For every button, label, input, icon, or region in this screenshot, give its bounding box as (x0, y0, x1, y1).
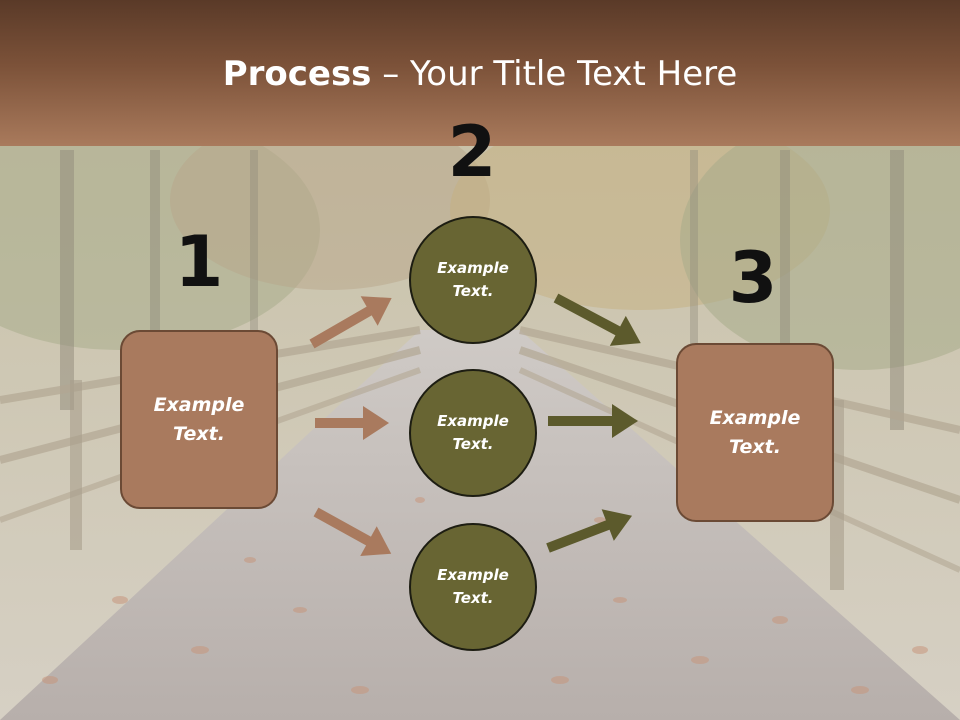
arrow-to-bottom-circle (313, 507, 392, 556)
step-2-circle-bottom: Example Text. (409, 523, 537, 651)
step-number-2: 2 (447, 111, 497, 193)
step-2-label-bottom: Example Text. (437, 566, 509, 607)
title-bold: Process (222, 54, 372, 94)
step-1-label: Example Text. (153, 393, 245, 445)
title-bar (0, 0, 960, 146)
title-rest: – Your Title Text Here (371, 54, 738, 94)
step-3-label: Example Text. (709, 406, 801, 458)
step-3-box: Example Text. (676, 343, 834, 522)
arrow-to-middle-circle (315, 406, 389, 440)
slide-title: Process – Your Title Text Here (0, 52, 960, 96)
arrow-to-top-circle (309, 296, 392, 349)
arrow-from-middle-circle (548, 404, 638, 438)
step-number-1: 1 (174, 221, 224, 303)
arrow-from-bottom-circle (546, 509, 633, 553)
step-2-circle-middle: Example Text. (409, 369, 537, 497)
step-number-3: 3 (728, 237, 778, 319)
step-2-label-top: Example Text. (437, 259, 509, 300)
step-2-label-middle: Example Text. (437, 412, 509, 453)
step-1-box: Example Text. (120, 330, 278, 509)
step-2-circle-top: Example Text. (409, 216, 537, 344)
arrow-from-top-circle (553, 293, 641, 346)
